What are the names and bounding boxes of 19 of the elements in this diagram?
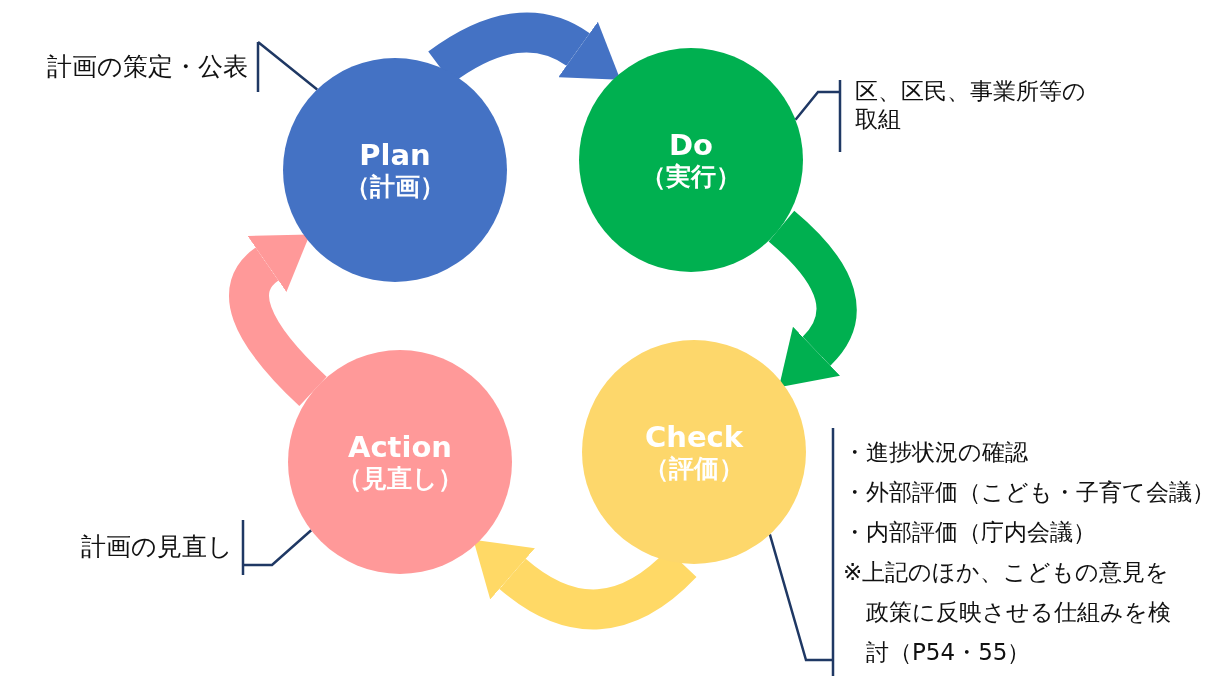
phase-subtitle: （実行） [641, 162, 741, 193]
callout-text: 計画の見直し [80, 532, 233, 562]
callout-text: 計画の策定・公表 [46, 52, 248, 82]
phase-title: Do [669, 127, 713, 163]
phase-title: Action [348, 429, 452, 465]
phase-subtitle: （計画） [345, 172, 445, 203]
phase-title: Plan [359, 137, 431, 173]
callout-text: 区、区民、事業所等の取組 [855, 78, 1087, 134]
leader-line [256, 40, 319, 94]
phase-subtitle: （評価） [644, 454, 744, 485]
bullet-text: ・進捗状況の確認 [843, 438, 1029, 467]
leader-line [794, 78, 842, 154]
bullet-text: ※上記のほか、こどもの意見を政策に反映させる仕組みを検討（P54・55） [843, 558, 1172, 667]
phase-title: Check [644, 419, 744, 455]
bullet-text: ・外部評価（こども・子育て会議） [843, 478, 1216, 507]
leader-line [241, 518, 313, 577]
leader-line [768, 426, 835, 676]
phase-subtitle: （見直し） [337, 464, 463, 495]
bullet-text: ・内部評価（庁内会議） [843, 518, 1097, 547]
